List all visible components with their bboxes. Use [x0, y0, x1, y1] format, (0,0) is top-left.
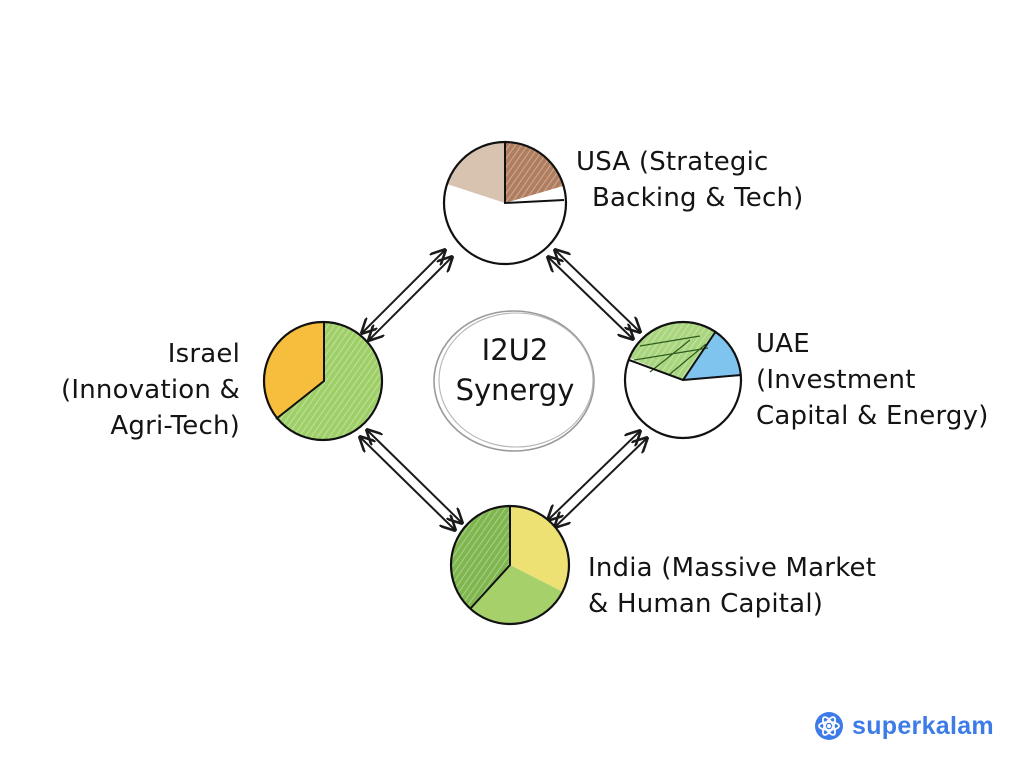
india-label-line1: India (Massive Market — [588, 553, 877, 583]
brand-logo: superkalam — [814, 708, 994, 744]
usa-label-line2: Backing & Tech) — [592, 183, 804, 213]
israel-label-line3: Agri-Tech) — [110, 411, 240, 441]
uae-label-line2: (Investment — [756, 365, 916, 395]
uae-label: UAE (Investment Capital & Energy) — [756, 326, 989, 434]
uae-pie-icon — [623, 320, 743, 440]
uae-label-line1: UAE — [756, 329, 810, 359]
brand-name: superkalam — [852, 711, 994, 740]
arrow-uae-india — [548, 431, 647, 527]
india-label-line2: & Human Capital) — [588, 589, 824, 619]
arrow-usa-israel — [362, 250, 452, 340]
usa-label-line1: USA (Strategic — [576, 147, 769, 177]
uae-label-line3: Capital & Energy) — [756, 401, 989, 431]
synergy-label: I2U2 Synergy — [440, 330, 590, 410]
arrow-usa-uae — [548, 250, 640, 339]
israel-label: Israel (Innovation & Agri-Tech) — [20, 336, 240, 444]
synergy-ellipse — [433, 310, 595, 452]
synergy-label-line1: I2U2 — [481, 333, 549, 367]
synergy-label-line2: Synergy — [455, 373, 575, 407]
usa-label: USA (Strategic Backing & Tech) — [576, 144, 804, 216]
india-label: India (Massive Market & Human Capital) — [588, 550, 876, 622]
israel-label-line2: (Innovation & — [61, 375, 240, 405]
india-pie-icon — [449, 504, 571, 626]
arrow-israel-india — [360, 430, 462, 530]
israel-label-line1: Israel — [167, 339, 240, 369]
israel-pie-icon — [262, 320, 384, 442]
usa-pie-icon — [442, 140, 568, 266]
atom-icon — [815, 712, 843, 740]
